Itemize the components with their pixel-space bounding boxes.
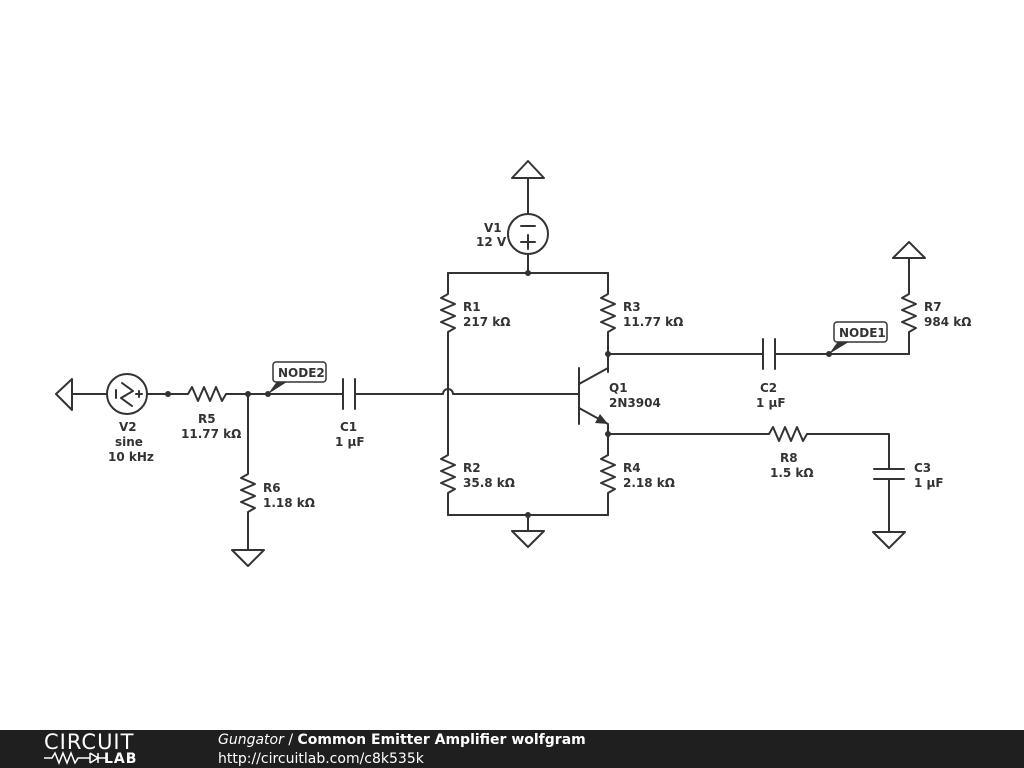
v1-value: 12 V [476, 235, 507, 249]
resistor-r1[interactable] [440, 272, 456, 395]
resistor-r4[interactable] [600, 454, 616, 516]
node1-text: NODE1 [839, 326, 886, 340]
resistor-r2[interactable] [440, 393, 456, 516]
logo-top-text: CIRCUIT [44, 730, 135, 754]
resistor-r7[interactable] [892, 241, 926, 355]
r7-value: 984 kΩ [924, 315, 971, 329]
node1-label[interactable]: NODE1 [829, 321, 888, 354]
node2-label[interactable]: NODE2 [268, 361, 327, 394]
power-rail-icon [892, 241, 926, 259]
r4-value: 2.18 kΩ [623, 476, 675, 490]
resistor-r6[interactable] [240, 393, 256, 551]
circuit-title: Gungator / Common Emitter Amplifier wolf… [218, 731, 586, 749]
c1-name: C1 [340, 420, 357, 434]
v2-value: 10 kHz [108, 450, 154, 464]
base-wire [354, 388, 580, 395]
footer-bar: CIRCUIT LAB Gungator / Common Emitter Am… [0, 730, 1024, 768]
resistor-r5[interactable] [146, 386, 249, 402]
c2-name: C2 [760, 381, 777, 395]
logo-bottom-text: LAB [104, 751, 138, 767]
node2-text: NODE2 [278, 366, 325, 380]
c1-value: 1 µF [335, 435, 365, 449]
capacitor-c1[interactable] [268, 378, 356, 410]
junction-dot [525, 270, 531, 276]
label-pointer-icon [268, 380, 290, 394]
r6-name: R6 [263, 481, 281, 495]
ground-icon [511, 530, 545, 548]
circuit-name: Common Emitter Amplifier wolfgram [297, 732, 586, 748]
circuit-url[interactable]: http://circuitlab.com/c8k535k [218, 751, 424, 767]
v2-name: V2 [119, 420, 137, 434]
r4-name: R4 [623, 461, 641, 475]
junction-dot [165, 391, 171, 397]
r5-name: R5 [198, 412, 216, 426]
power-rail-icon [511, 160, 545, 179]
resistor-diode-icon [44, 750, 106, 766]
ground-icon [55, 378, 73, 411]
r1-name: R1 [463, 300, 481, 314]
r6-value: 1.18 kΩ [263, 496, 315, 510]
ground-icon [231, 549, 265, 567]
c3-value: 1 µF [914, 476, 944, 490]
c3-name: C3 [914, 461, 931, 475]
r1-value: 217 kΩ [463, 315, 510, 329]
author-name[interactable]: Gungator [218, 732, 284, 748]
title-separator: / [283, 732, 298, 748]
v2-type: sine [115, 435, 143, 449]
circuit-schematic: V1 12 V R1 217 kΩ R2 35.8 kΩ R3 11.77 kΩ… [55, 160, 971, 567]
resistor-r8[interactable] [607, 426, 890, 470]
r2-value: 35.8 kΩ [463, 476, 515, 490]
ground-icon [872, 531, 906, 549]
r3-value: 11.77 kΩ [623, 315, 683, 329]
circuitlab-logo[interactable]: CIRCUIT LAB [44, 730, 174, 768]
c2-value: 1 µF [756, 396, 786, 410]
resistor-r3[interactable] [600, 272, 616, 373]
v1-name: V1 [484, 221, 502, 235]
q1-collector [578, 353, 609, 385]
capacitor-c2[interactable] [607, 338, 910, 370]
r5-value: 11.77 kΩ [181, 427, 241, 441]
source-v2[interactable] [106, 373, 148, 415]
r8-name: R8 [780, 451, 798, 465]
transistor-q1[interactable] [578, 353, 609, 456]
supply-v1[interactable] [507, 160, 549, 274]
r8-value: 1.5 kΩ [770, 466, 814, 480]
capacitor-c3[interactable] [872, 468, 906, 549]
emitter-arrow-icon [595, 414, 608, 424]
q1-value: 2N3904 [609, 396, 661, 410]
label-pointer-icon [829, 340, 852, 354]
q1-name: Q1 [609, 381, 628, 395]
r2-name: R2 [463, 461, 481, 475]
r7-name: R7 [924, 300, 942, 314]
q1-emitter [578, 407, 609, 456]
r3-name: R3 [623, 300, 641, 314]
